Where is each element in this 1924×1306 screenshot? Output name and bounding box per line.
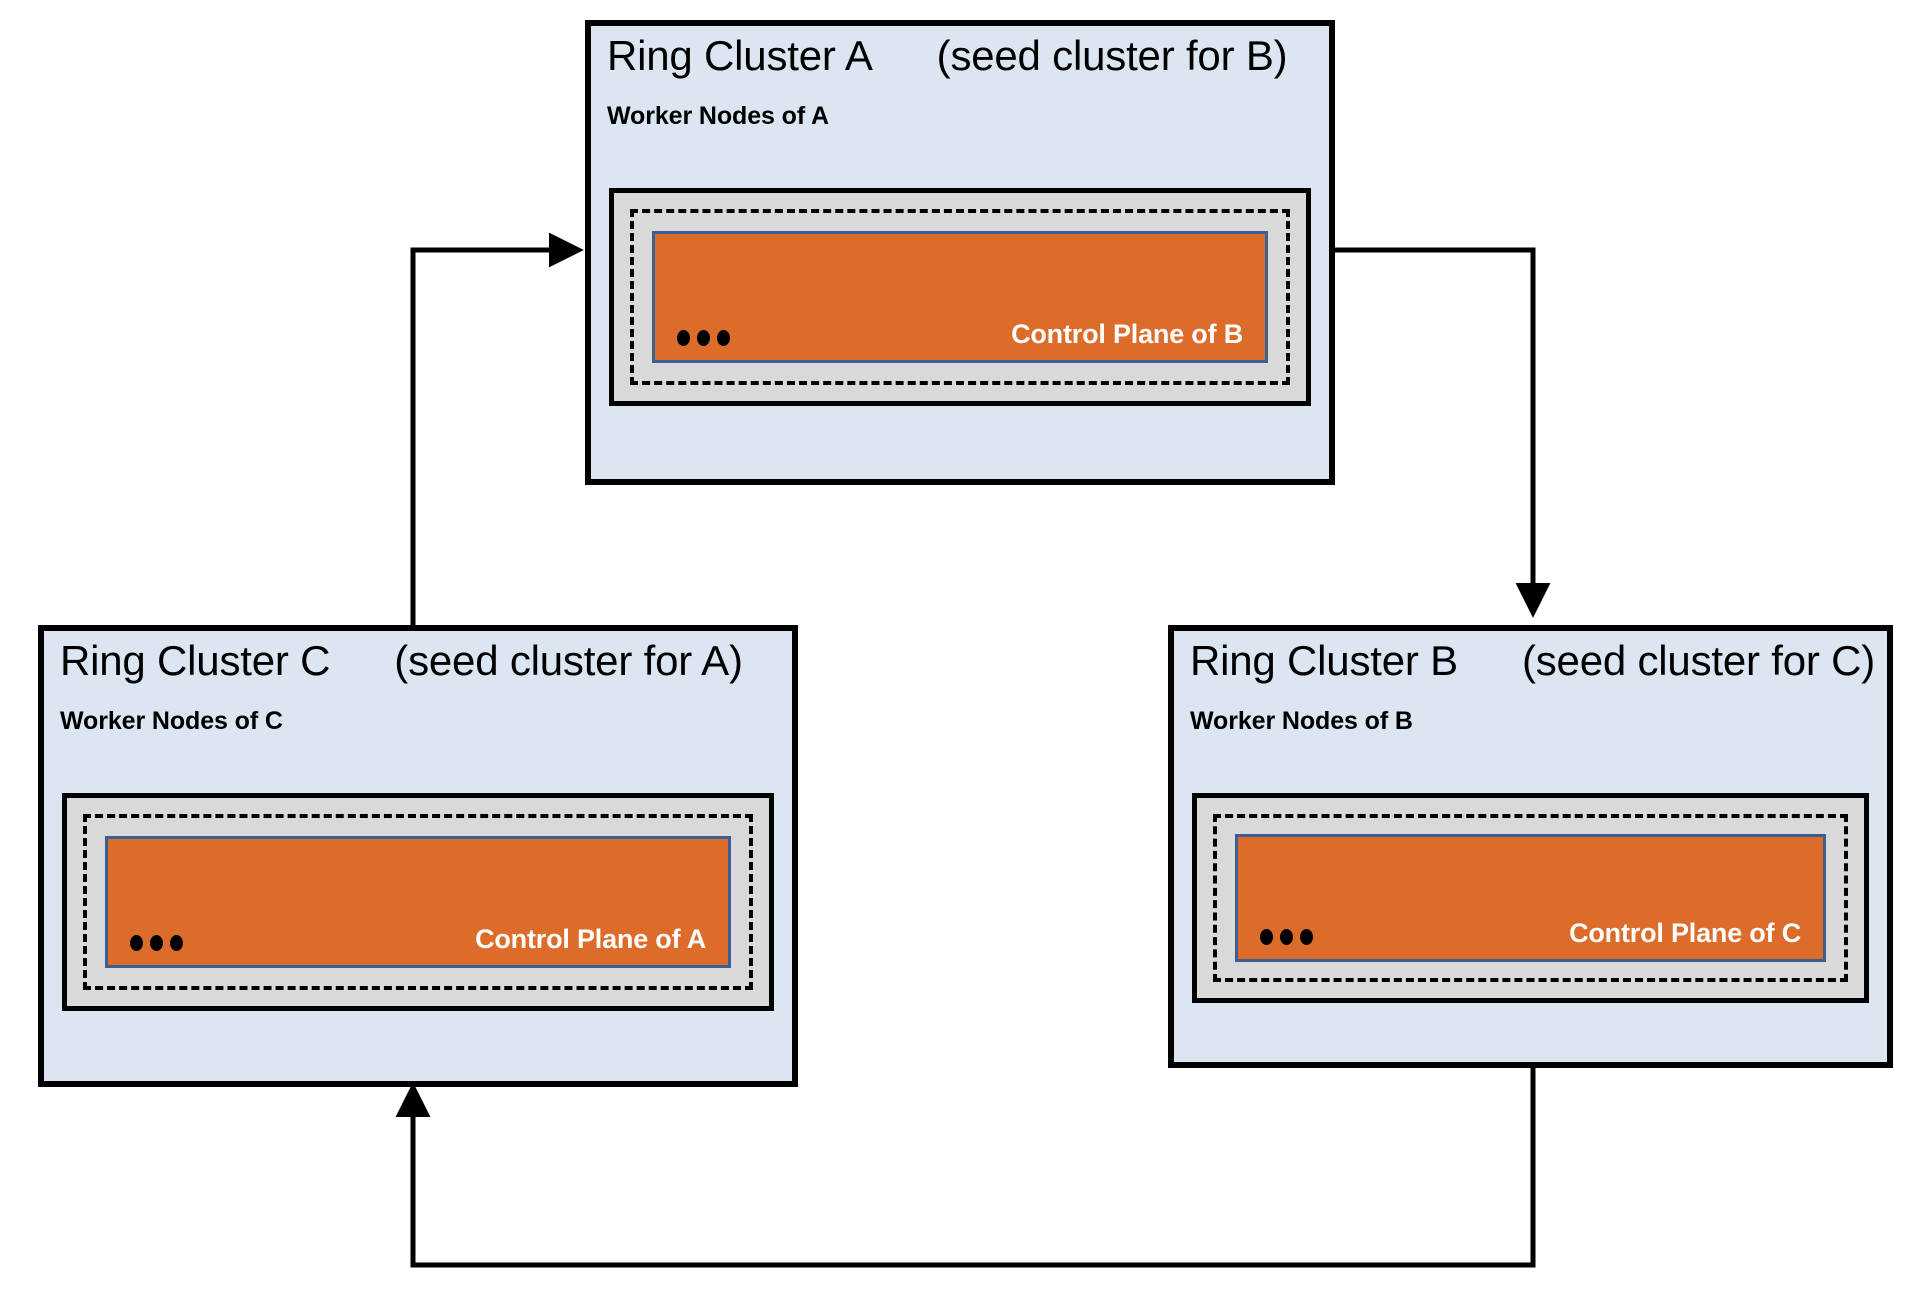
cluster-a-worker-label: Worker Nodes of A xyxy=(607,102,829,130)
cluster-c-control-plane[interactable]: Control Plane of A xyxy=(105,836,731,968)
cluster-b-name: Ring Cluster B xyxy=(1190,637,1458,684)
cluster-b-worker-label: Worker Nodes of B xyxy=(1190,707,1413,735)
cluster-a-control-plane[interactable]: Control Plane of B xyxy=(652,231,1268,363)
cluster-c-ellipsis-icon xyxy=(130,935,183,951)
cluster-a-title: Ring Cluster A (seed cluster for B) xyxy=(591,26,1329,80)
cluster-c-worker-label: Worker Nodes of C xyxy=(60,707,283,735)
cluster-a[interactable]: Ring Cluster A (seed cluster for B) Work… xyxy=(585,20,1335,485)
cluster-b-worker-box: Control Plane of C xyxy=(1192,793,1869,1003)
arrow-b-to-c xyxy=(395,1065,1536,1268)
cluster-b-dashed-band xyxy=(1213,814,1848,982)
cluster-b-control-plane-label: Control Plane of C xyxy=(1569,918,1801,948)
cluster-b-title: Ring Cluster B (seed cluster for C) xyxy=(1174,631,1887,685)
cluster-a-ellipsis-icon xyxy=(677,330,730,346)
cluster-c-dashed-band xyxy=(83,814,753,990)
cluster-a-control-plane-label: Control Plane of B xyxy=(1011,319,1243,349)
arrow-a-to-b xyxy=(1335,247,1551,618)
cluster-c-seed-note: (seed cluster for A) xyxy=(394,637,743,684)
cluster-c-worker-box: Control Plane of A xyxy=(62,793,774,1011)
cluster-c-title: Ring Cluster C (seed cluster for A) xyxy=(44,631,792,685)
cluster-a-name: Ring Cluster A xyxy=(607,32,873,79)
cluster-a-worker-box: Control Plane of B xyxy=(609,188,1311,406)
cluster-c[interactable]: Ring Cluster C (seed cluster for A) Work… xyxy=(38,625,798,1087)
cluster-b-ellipsis-icon xyxy=(1260,929,1313,945)
cluster-c-name: Ring Cluster C xyxy=(60,637,331,684)
cluster-c-control-plane-label: Control Plane of A xyxy=(475,924,706,954)
arrow-c-to-a xyxy=(410,232,584,640)
cluster-a-seed-note: (seed cluster for B) xyxy=(936,32,1288,79)
cluster-b-control-plane[interactable]: Control Plane of C xyxy=(1235,834,1826,962)
cluster-b[interactable]: Ring Cluster B (seed cluster for C) Work… xyxy=(1168,625,1893,1068)
cluster-a-dashed-band xyxy=(630,209,1290,385)
cluster-b-seed-note: (seed cluster for C) xyxy=(1521,637,1876,684)
